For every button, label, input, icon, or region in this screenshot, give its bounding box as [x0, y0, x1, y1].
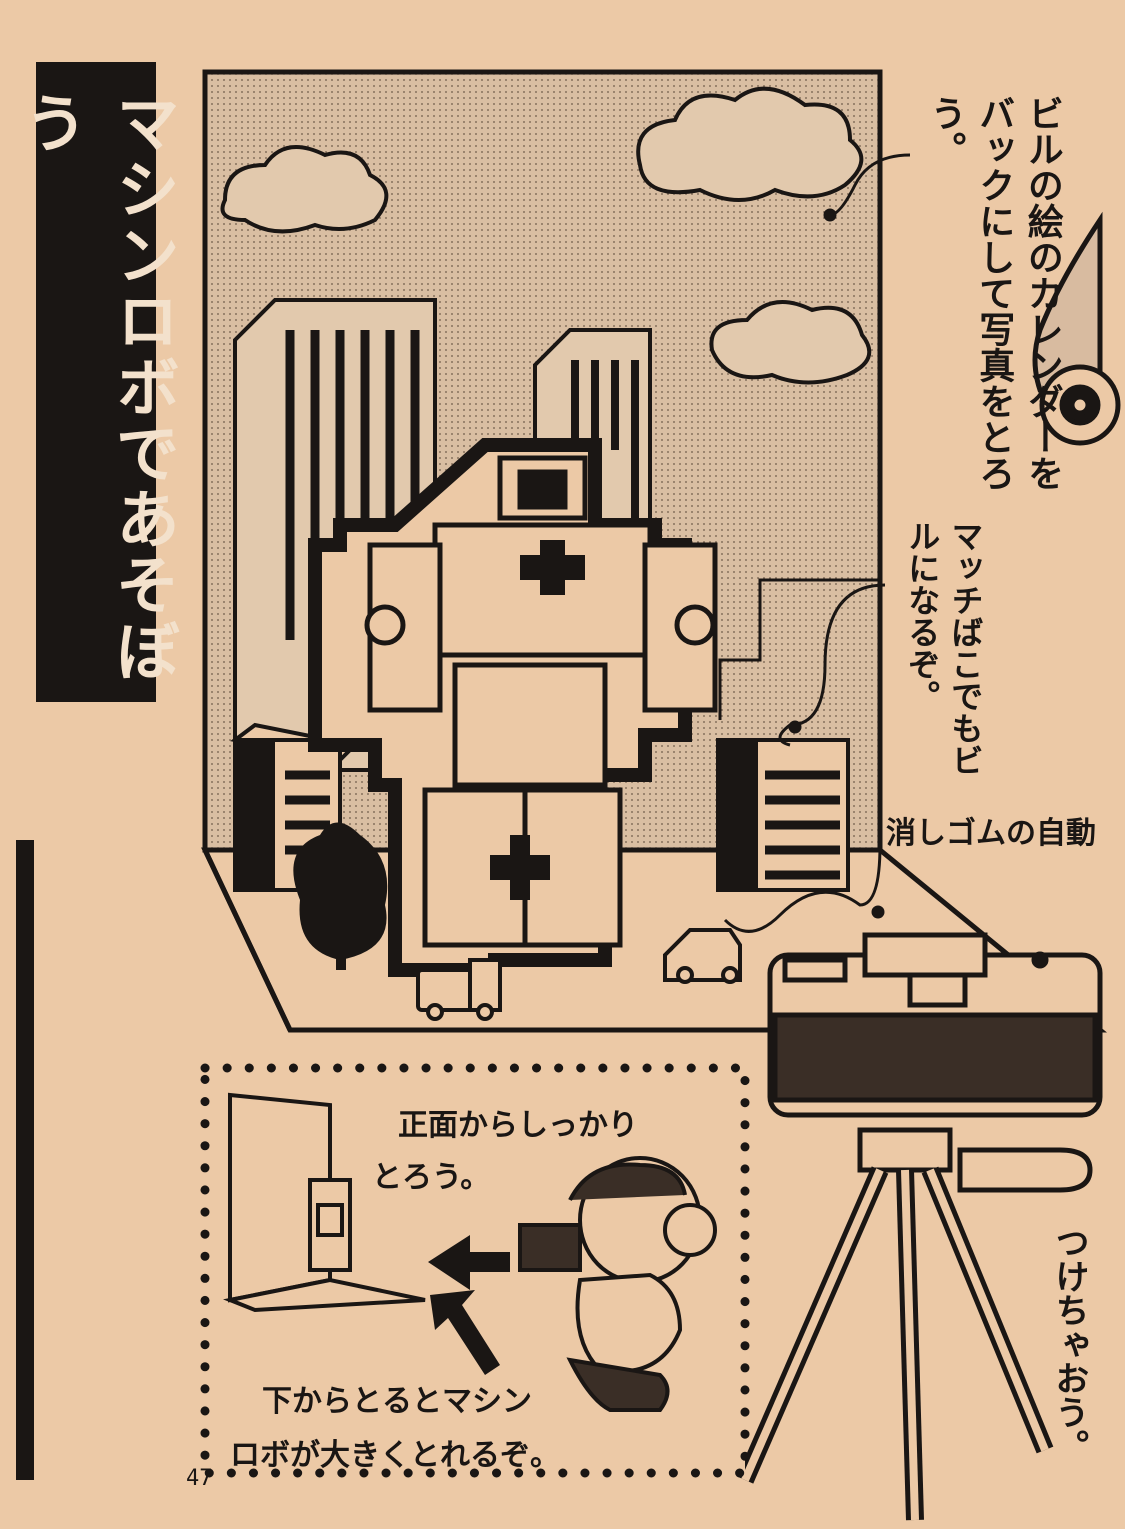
page-number: 47 — [186, 1466, 213, 1491]
robot-figure — [308, 438, 718, 977]
caption-matchbox: マッチばこでもビルになるぞ。 — [903, 520, 985, 776]
pointer-lines — [723, 153, 911, 933]
eraser-car — [663, 928, 742, 984]
arrow-icon — [428, 1235, 510, 1375]
inset-caption-line-1: 正面からしっかり — [398, 1108, 638, 1143]
truck-edge — [1032, 211, 1121, 446]
inset-caption-line-3: 下からとるとマシン — [262, 1384, 532, 1419]
caption-backdrop: ビルの絵のカレンダーをバックにして写真をとろう。 — [924, 95, 1063, 491]
building-right-outline — [718, 578, 880, 720]
matchbox-building-right — [716, 738, 850, 892]
inset-caption-line-2: とろう。 — [372, 1160, 491, 1195]
eraser-car-truck — [416, 958, 502, 1021]
camera-icon — [767, 932, 1103, 1118]
caption-tripod: つけちゃおう。 — [1048, 1225, 1089, 1463]
photographer-kid — [518, 1156, 717, 1412]
title-bar: マシンロボであそぼう — [13, 62, 179, 702]
tripod-icon — [736, 1127, 1093, 1521]
cloud-icon — [220, 86, 872, 385]
inset-caption-line-4: ロボが大きくとれるぞ。 — [230, 1438, 560, 1473]
page-title: マシンロボであそぼう — [13, 90, 179, 684]
inset-backdrop — [223, 1092, 426, 1313]
matchbox-building-left — [230, 722, 360, 892]
tree-icon — [293, 822, 388, 970]
caption-eraser-car: 消しゴムの自動 — [886, 816, 1096, 851]
left-rule — [16, 840, 34, 1480]
